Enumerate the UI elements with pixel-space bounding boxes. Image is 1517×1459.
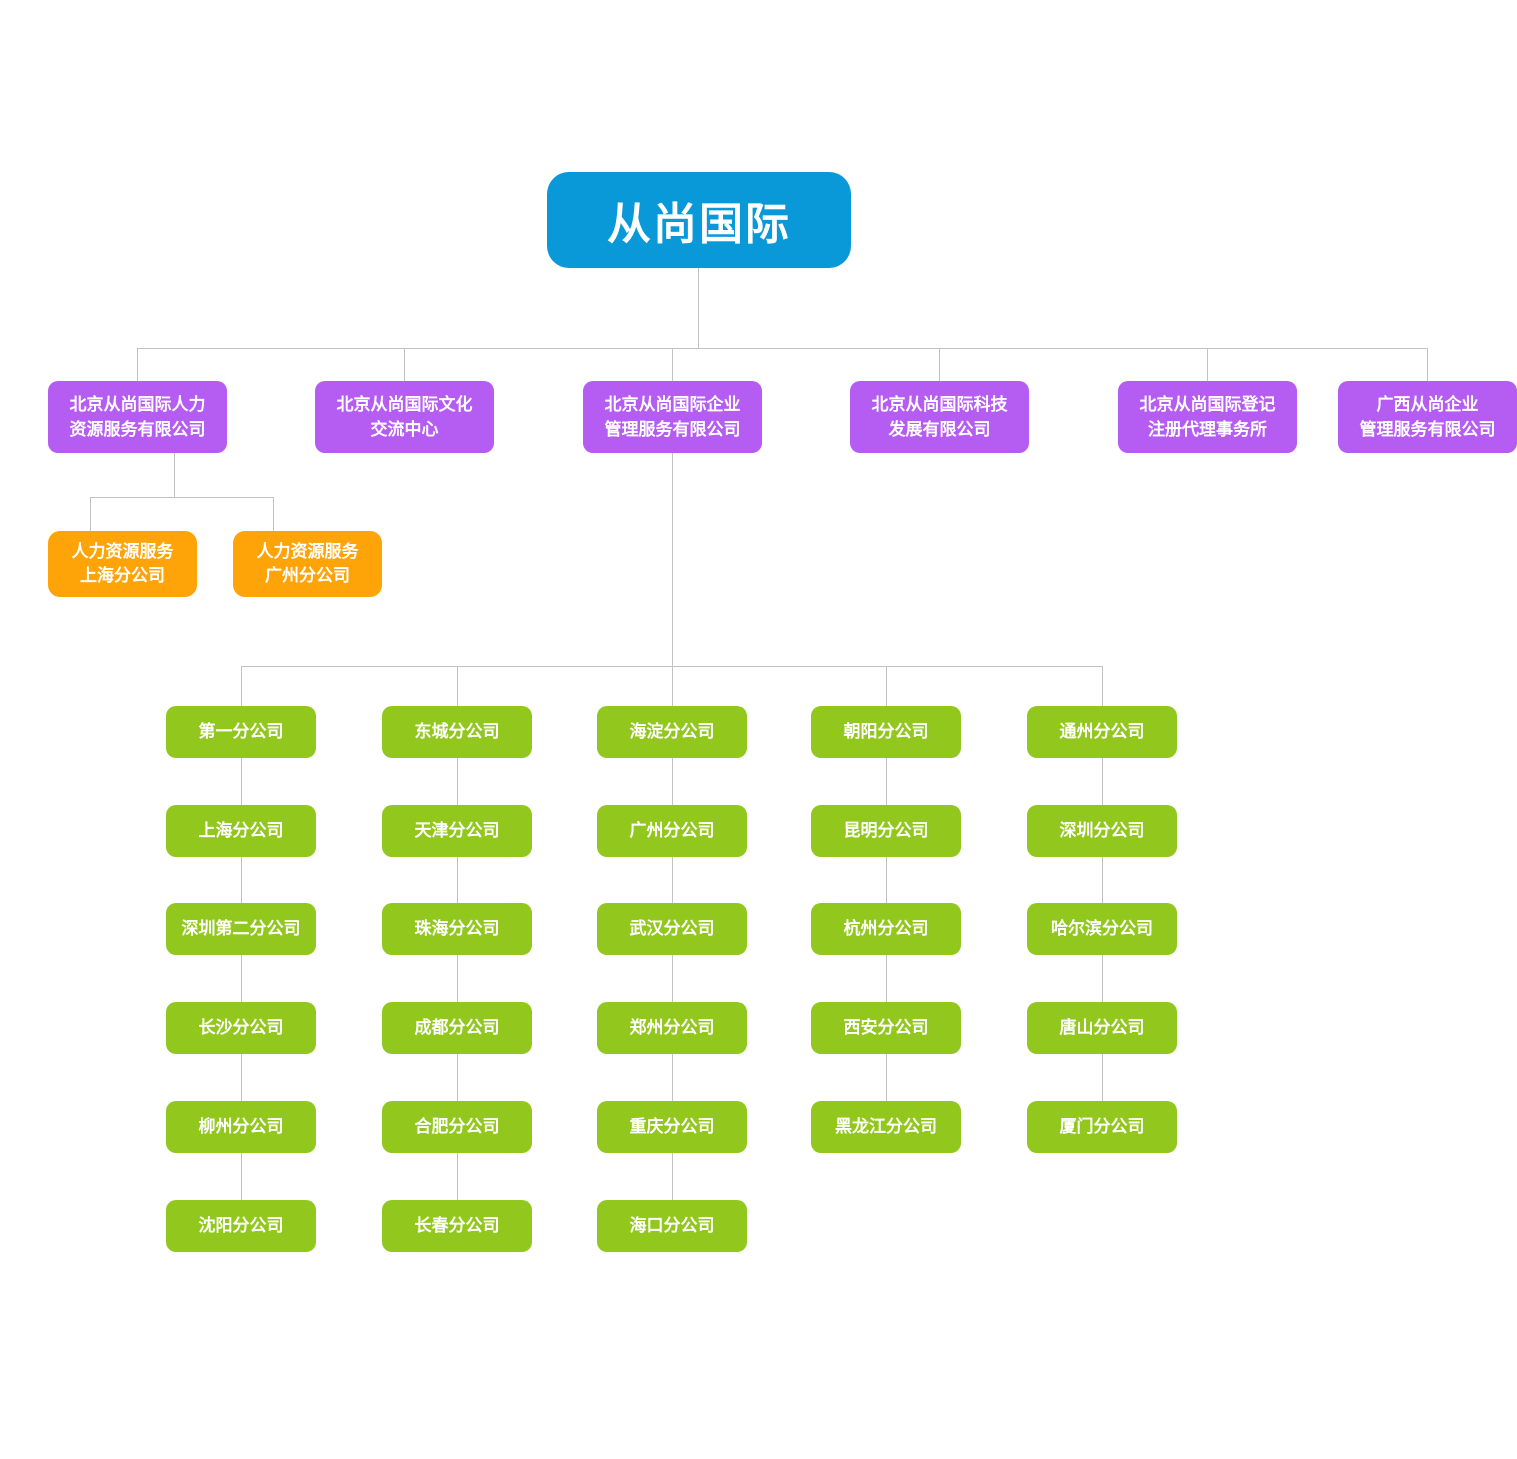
org-node-branch-3-2: 杭州分公司 [811, 903, 961, 955]
connector-line [672, 955, 673, 1002]
connector-line [886, 955, 887, 1002]
org-node-subsidiary-4: 北京从尚国际登记 注册代理事务所 [1118, 381, 1297, 453]
connector-line [1207, 348, 1208, 381]
connector-line [886, 758, 887, 805]
connector-line [90, 497, 91, 531]
org-node-branch-3-3: 西安分公司 [811, 1002, 961, 1054]
org-node-root: 从尚国际 [547, 172, 851, 268]
org-node-branch-3-0: 朝阳分公司 [811, 706, 961, 758]
org-node-hr-branch-0: 人力资源服务 上海分公司 [48, 531, 197, 597]
connector-line [1102, 758, 1103, 805]
connector-line [1102, 955, 1103, 1002]
connector-line [672, 758, 673, 805]
org-node-branch-4-2: 哈尔滨分公司 [1027, 903, 1177, 955]
connector-line [672, 857, 673, 903]
org-node-branch-1-2: 珠海分公司 [382, 903, 532, 955]
connector-line [457, 1054, 458, 1101]
org-node-subsidiary-5: 广西从尚企业 管理服务有限公司 [1338, 381, 1517, 453]
org-node-branch-1-1: 天津分公司 [382, 805, 532, 857]
connector-line [886, 666, 887, 706]
connector-line [457, 666, 458, 706]
org-node-branch-2-1: 广州分公司 [597, 805, 747, 857]
connector-line [241, 1153, 242, 1200]
org-node-subsidiary-3: 北京从尚国际科技 发展有限公司 [850, 381, 1029, 453]
connector-line [457, 1153, 458, 1200]
org-node-branch-2-4: 重庆分公司 [597, 1101, 747, 1153]
connector-line [241, 857, 242, 903]
org-node-subsidiary-1: 北京从尚国际文化 交流中心 [315, 381, 494, 453]
connector-line [404, 348, 405, 381]
org-node-branch-2-3: 郑州分公司 [597, 1002, 747, 1054]
org-node-branch-0-3: 长沙分公司 [166, 1002, 316, 1054]
org-node-branch-4-3: 唐山分公司 [1027, 1002, 1177, 1054]
org-node-branch-0-2: 深圳第二分公司 [166, 903, 316, 955]
connector-line [90, 497, 274, 498]
org-node-branch-1-0: 东城分公司 [382, 706, 532, 758]
connector-line [241, 1054, 242, 1101]
connector-line [886, 1054, 887, 1101]
connector-line [672, 1054, 673, 1101]
org-node-branch-1-4: 合肥分公司 [382, 1101, 532, 1153]
connector-line [241, 666, 1103, 667]
org-node-branch-0-5: 沈阳分公司 [166, 1200, 316, 1252]
org-node-hr-branch-1: 人力资源服务 广州分公司 [233, 531, 382, 597]
org-node-branch-2-0: 海淀分公司 [597, 706, 747, 758]
org-node-branch-4-4: 厦门分公司 [1027, 1101, 1177, 1153]
org-node-branch-1-3: 成都分公司 [382, 1002, 532, 1054]
connector-line [273, 497, 274, 531]
connector-line [241, 955, 242, 1002]
connector-line [698, 268, 699, 348]
connector-line [672, 1153, 673, 1200]
org-node-branch-3-1: 昆明分公司 [811, 805, 961, 857]
connector-line [457, 857, 458, 903]
connector-line [457, 758, 458, 805]
org-node-branch-4-1: 深圳分公司 [1027, 805, 1177, 857]
connector-line [174, 453, 175, 497]
connector-line [241, 758, 242, 805]
connector-line [137, 348, 138, 381]
connector-line [939, 348, 940, 381]
connector-line [1102, 857, 1103, 903]
org-node-branch-2-2: 武汉分公司 [597, 903, 747, 955]
org-node-subsidiary-0: 北京从尚国际人力 资源服务有限公司 [48, 381, 227, 453]
org-node-subsidiary-2: 北京从尚国际企业 管理服务有限公司 [583, 381, 762, 453]
connector-line [241, 666, 242, 706]
org-node-branch-1-5: 长春分公司 [382, 1200, 532, 1252]
connector-line [1102, 1054, 1103, 1101]
org-node-branch-2-5: 海口分公司 [597, 1200, 747, 1252]
org-node-branch-0-1: 上海分公司 [166, 805, 316, 857]
org-node-branch-4-0: 通州分公司 [1027, 706, 1177, 758]
connector-line [137, 348, 1428, 349]
connector-line [1102, 666, 1103, 706]
org-node-branch-0-4: 柳州分公司 [166, 1101, 316, 1153]
connector-line [457, 955, 458, 1002]
connector-line [672, 348, 673, 381]
connector-line [672, 453, 673, 706]
org-node-branch-0-0: 第一分公司 [166, 706, 316, 758]
connector-line [886, 857, 887, 903]
connector-line [1427, 348, 1428, 381]
org-node-branch-3-4: 黑龙江分公司 [811, 1101, 961, 1153]
